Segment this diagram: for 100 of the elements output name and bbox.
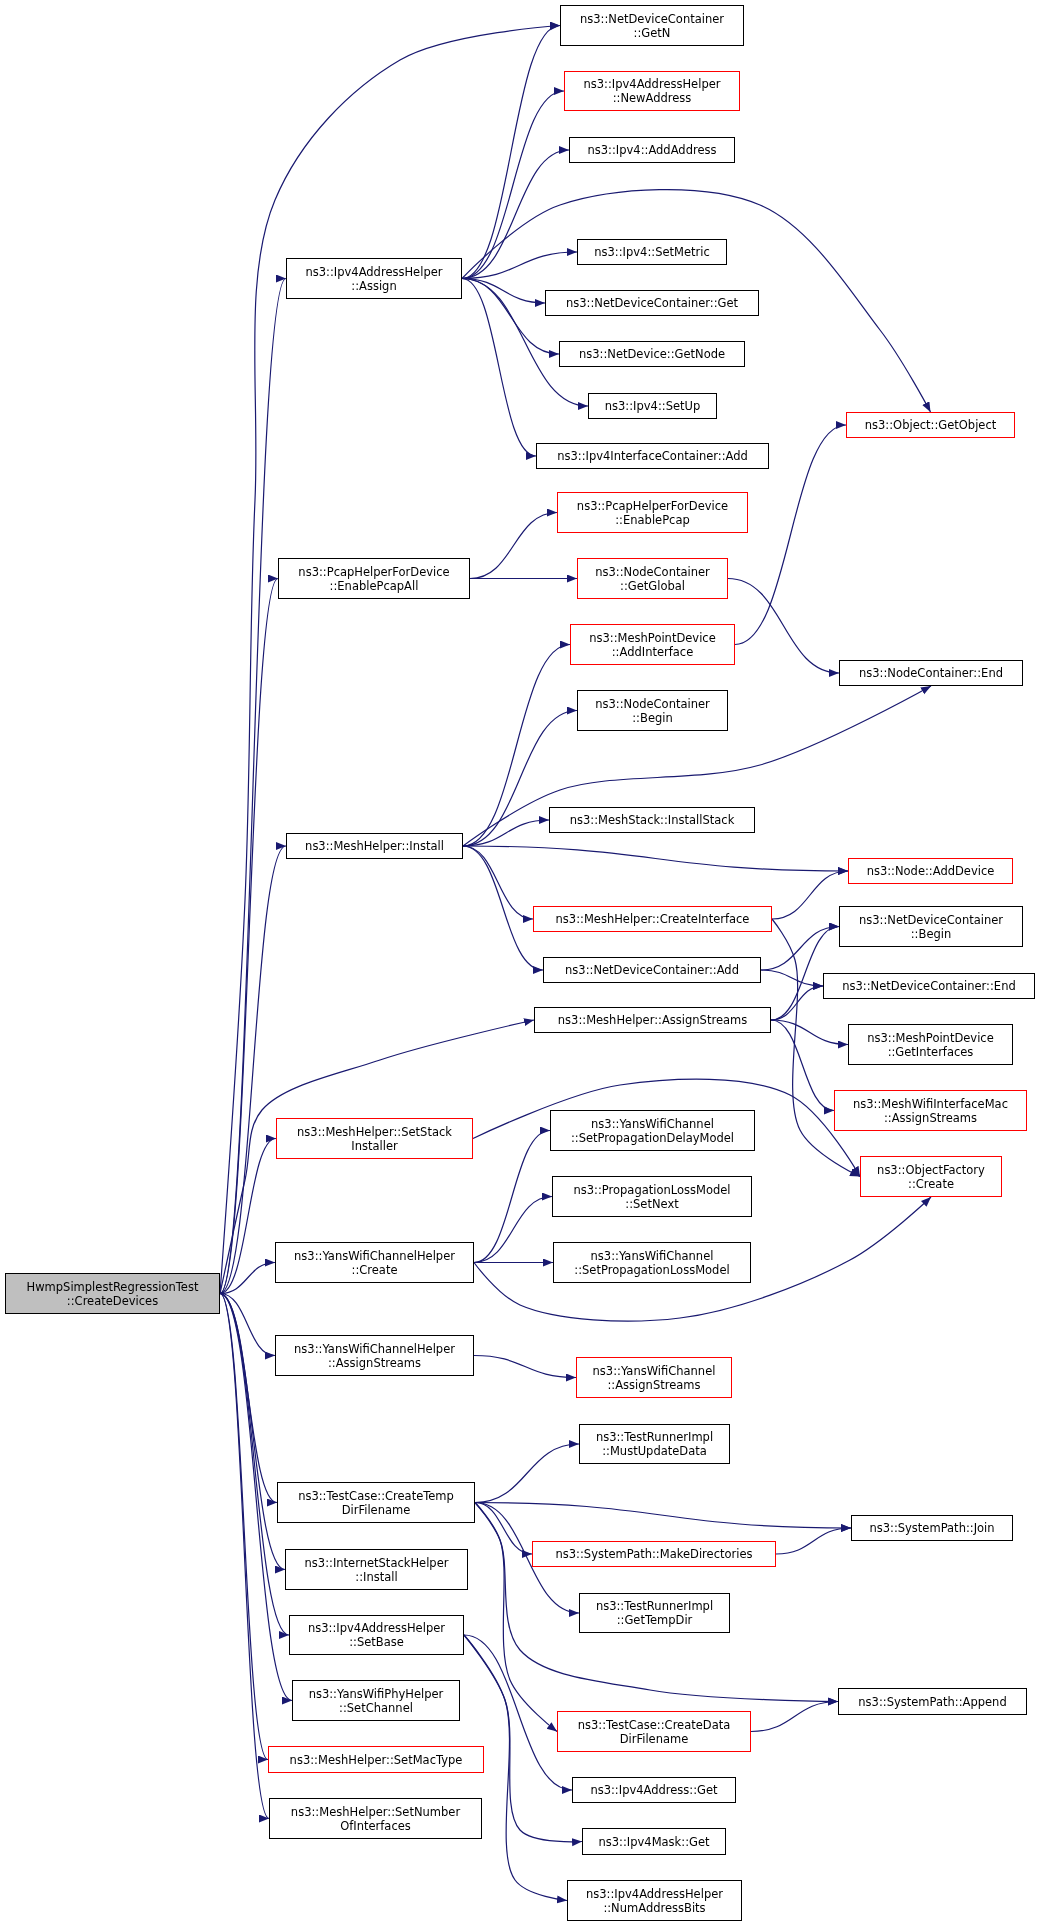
- function-box: [570, 624, 735, 665]
- function-name: ns3::NetDeviceContainer::Add: [565, 963, 739, 977]
- function-box: [576, 1357, 732, 1398]
- function-name: ns3::Node::AddDevice: [866, 864, 995, 878]
- function-box: [834, 1090, 1027, 1131]
- function-name: ns3::Ipv4AddressHelper ::SetBase: [307, 1621, 446, 1649]
- call-arrow: [474, 1501, 580, 1616]
- function-box: [577, 239, 727, 265]
- function-name: ns3::SystemPath::Append: [858, 1694, 1007, 1709]
- function-name: ns3::MeshStack::InstallStack: [569, 813, 735, 827]
- function-box: [848, 858, 1013, 884]
- function-name: ns3::Ipv4Address::Get: [590, 1783, 718, 1797]
- function-box: [278, 558, 470, 599]
- function-box: [275, 1335, 474, 1376]
- call-arrow: [472, 1078, 861, 1178]
- function-name: ns3::TestCase::CreateTemp DirFilename: [297, 1488, 455, 1517]
- function-name: ns3::ObjectFactory ::Create: [876, 1162, 986, 1191]
- function-name: ns3::NetDeviceContainer ::Begin: [857, 912, 1005, 941]
- function-box: [292, 1680, 460, 1721]
- function-box: [860, 1156, 1002, 1197]
- function-box: [532, 1541, 776, 1567]
- function-name: ns3::MeshHelper::SetStack Installer: [296, 1124, 453, 1153]
- call-arrow: [770, 1019, 849, 1048]
- call-arrow: [734, 424, 847, 646]
- function-box: [579, 1424, 730, 1464]
- function-box: [268, 1746, 484, 1773]
- call-arrow: [770, 1019, 835, 1112]
- call-arrow: [219, 577, 279, 1295]
- function-name: ns3::MeshHelper::SetMacType: [289, 1752, 463, 1767]
- function-name: ns3::NodeContainer::End: [859, 666, 1003, 680]
- call-arrow: [473, 1196, 932, 1322]
- function-name: ns3::PcapHelperForDevice ::EnablePcapAll: [297, 564, 451, 593]
- function-name: ns3::TestRunnerImpl ::MustUpdateData: [594, 1430, 715, 1458]
- function-name: ns3::PcapHelperForDevice ::EnablePcap: [575, 498, 730, 527]
- function-box: [559, 341, 745, 367]
- function-name: ns3::Ipv4InterfaceContainer::Add: [557, 449, 748, 463]
- call-arrow: [771, 868, 849, 920]
- function-name: ns3::MeshPointDevice ::AddInterface: [588, 630, 717, 659]
- function-name: ns3::NodeContainer ::GetGlobal: [594, 564, 711, 593]
- function-box: [533, 906, 772, 932]
- function-name: ns3::MeshWifiInterfaceMac ::AssignStreams: [852, 1096, 1009, 1125]
- call-arrow: [474, 1501, 558, 1733]
- function-box: [534, 1007, 771, 1033]
- function-name: ns3::SystemPath::Join: [869, 1521, 995, 1535]
- function-box: [536, 443, 769, 469]
- function-name: ns3::Ipv4Mask::Get: [598, 1834, 710, 1849]
- call-arrow: [775, 1524, 852, 1555]
- function-box: [557, 492, 748, 533]
- function-box: [582, 1828, 726, 1855]
- function-box: [839, 660, 1023, 686]
- function-name: ns3::NetDevice::GetNode: [578, 347, 726, 361]
- call-arrow: [219, 1018, 535, 1295]
- function-box: [572, 1777, 736, 1803]
- call-arrow: [463, 1634, 568, 1904]
- function-box: [553, 1242, 751, 1283]
- function-box: [286, 258, 462, 299]
- call-arrow: [461, 189, 932, 413]
- function-box: [550, 1110, 755, 1151]
- call-arrow: [473, 1354, 577, 1382]
- function-box: [577, 558, 728, 599]
- function-box: [286, 833, 463, 859]
- function-name: ns3::Ipv4::SetMetric: [594, 245, 710, 259]
- function-name: ns3::Ipv4::AddAddress: [587, 143, 717, 157]
- call-arrow: [461, 277, 537, 457]
- function-box: [848, 1024, 1013, 1065]
- function-box: [552, 1176, 752, 1217]
- function-box: [557, 1711, 751, 1752]
- function-name: ns3::Ipv4AddressHelper ::NumAddressBits: [585, 1886, 724, 1915]
- function-box: [851, 1515, 1013, 1541]
- function-box: [549, 807, 755, 833]
- function-box: [560, 5, 744, 46]
- function-box: [579, 1593, 730, 1633]
- function-name: HwmpSimplestRegressionTest ::CreateDevices: [25, 1279, 200, 1308]
- function-box: [277, 1482, 475, 1523]
- function-name: ns3::NetDeviceContainer ::GetN: [578, 11, 726, 40]
- function-box: [275, 1242, 474, 1283]
- function-name: ns3::MeshHelper::SetNumber OfInterfaces: [289, 1804, 462, 1833]
- function-name: ns3::YansWifiPhyHelper ::SetChannel: [307, 1686, 445, 1715]
- function-name: ns3::TestRunnerImpl ::GetTempDir: [594, 1599, 715, 1627]
- function-box: [839, 906, 1023, 947]
- function-box: [543, 957, 761, 983]
- call-arrow: [469, 574, 578, 583]
- function-name: ns3::YansWifiChannel ::SetPropagationDelayModel: [569, 1116, 736, 1145]
- call-arrow: [463, 1634, 573, 1792]
- call-arrow: [727, 577, 840, 676]
- function-name: ns3::PropagationLossModel ::SetNext: [572, 1182, 732, 1211]
- function-box: [5, 1273, 220, 1314]
- function-box: [567, 1880, 742, 1921]
- function-box: [289, 1615, 464, 1655]
- function-name: ns3::NetDeviceContainer::Get: [565, 296, 739, 310]
- function-name: ns3::Ipv4AddressHelper ::Assign: [304, 264, 444, 293]
- function-name: ns3::YansWifiChannel ::AssignStreams: [591, 1363, 717, 1392]
- function-box: [838, 1688, 1027, 1715]
- call-arrow: [462, 685, 932, 847]
- function-name: ns3::SystemPath::MakeDirectories: [555, 1547, 753, 1561]
- function-box: [276, 1118, 473, 1159]
- call-arrow: [750, 1698, 839, 1733]
- function-box: [823, 973, 1035, 999]
- function-name: ns3::NetDeviceContainer::End: [842, 979, 1016, 993]
- function-name: ns3::Object::GetObject: [864, 418, 997, 432]
